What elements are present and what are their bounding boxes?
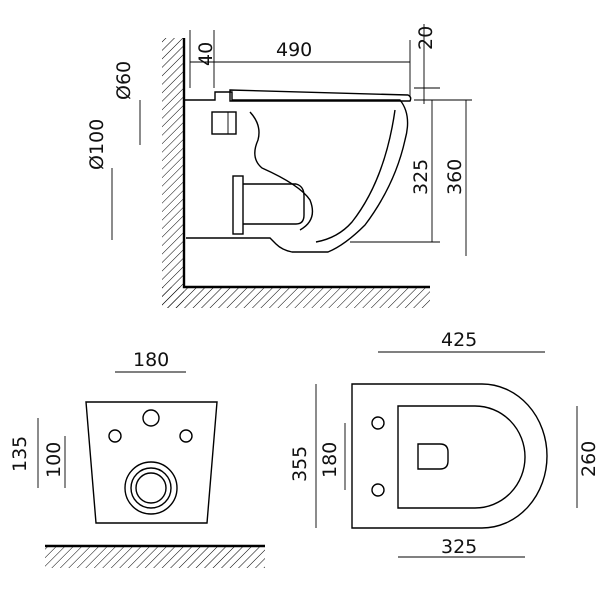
dim-seat-thickness: 20 [415, 26, 437, 50]
dim-bolt-spacing-rear: 180 [133, 349, 169, 371]
seat-outline [229, 89, 412, 102]
dim-bolt-spacing-top: 180 [319, 442, 341, 478]
dim-width-top: 260 [578, 441, 600, 477]
dim-length: 490 [276, 39, 312, 61]
dim-height-inner: 325 [410, 159, 432, 195]
outlet-pipe [232, 175, 244, 235]
dim-length-inner-top: 325 [441, 536, 477, 558]
seat-hole-top [371, 416, 385, 430]
rear-view: 180 135 100 [9, 349, 265, 568]
wall-surface [182, 38, 430, 289]
dim-height-outer-rear: 135 [9, 436, 31, 472]
dim-pipe-large: Ø100 [86, 119, 108, 170]
toilet-body-outline [184, 91, 409, 253]
bowl-trap-curve [315, 109, 396, 243]
top-view: 425 325 355 180 260 [289, 329, 600, 558]
dim-height-total: 360 [444, 159, 466, 195]
dim-depth-top: 355 [289, 446, 311, 482]
outlet-ring-mid [130, 467, 172, 509]
mounting-hole-left [108, 429, 122, 443]
inlet-pipe [211, 111, 237, 135]
mounting-hole-right [179, 429, 193, 443]
dim-length-top: 425 [441, 329, 477, 351]
outlet-ring-outer [124, 461, 178, 515]
rear-body-outline [85, 401, 218, 524]
wall-hatch-floor [162, 287, 430, 308]
dim-height-inner-rear: 100 [43, 442, 65, 478]
side-view: 40 490 20 Ø60 Ø100 325 360 [86, 24, 472, 308]
dim-offset-top: 40 [195, 42, 217, 66]
mounting-hole-top [142, 409, 160, 427]
bowl-inner-curve [249, 111, 314, 231]
seat-hole-bottom [371, 483, 385, 497]
floor-hatch [45, 546, 265, 568]
wall-hatch-vertical [162, 38, 184, 308]
top-bowl-outline [397, 405, 526, 509]
dim-pipe-small: Ø60 [113, 61, 135, 100]
drain-opening [417, 443, 449, 470]
top-body-outline [351, 383, 548, 529]
outlet-ring-inner [135, 472, 167, 504]
